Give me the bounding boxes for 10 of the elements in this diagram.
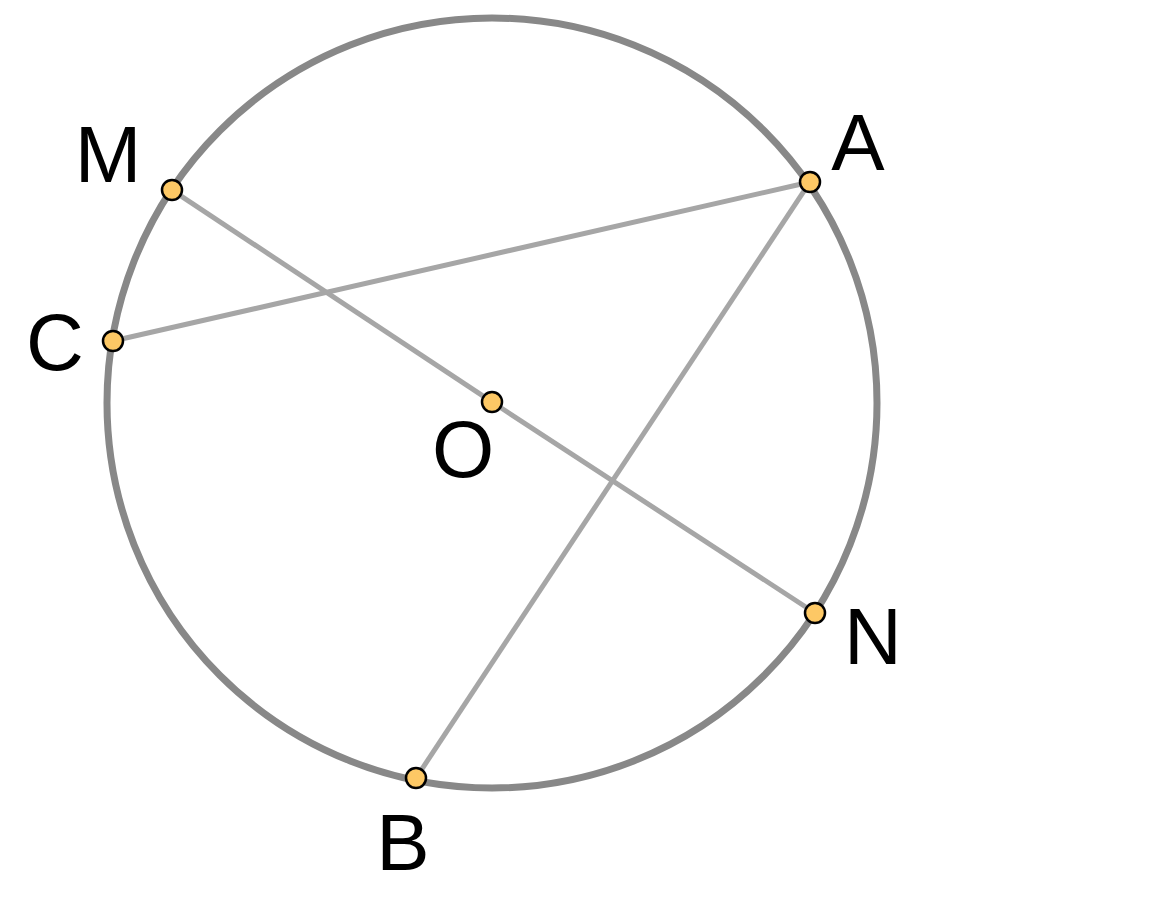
point-label: B xyxy=(376,803,430,883)
point-label: C xyxy=(26,303,84,383)
point-label: N xyxy=(844,597,902,677)
point-label: O xyxy=(431,410,495,490)
line-segment xyxy=(179,194,485,398)
point-label: A xyxy=(831,103,885,183)
line-segment xyxy=(499,405,808,610)
line-segment xyxy=(420,189,806,771)
line-segment xyxy=(123,182,800,341)
point-label: M xyxy=(74,115,142,195)
